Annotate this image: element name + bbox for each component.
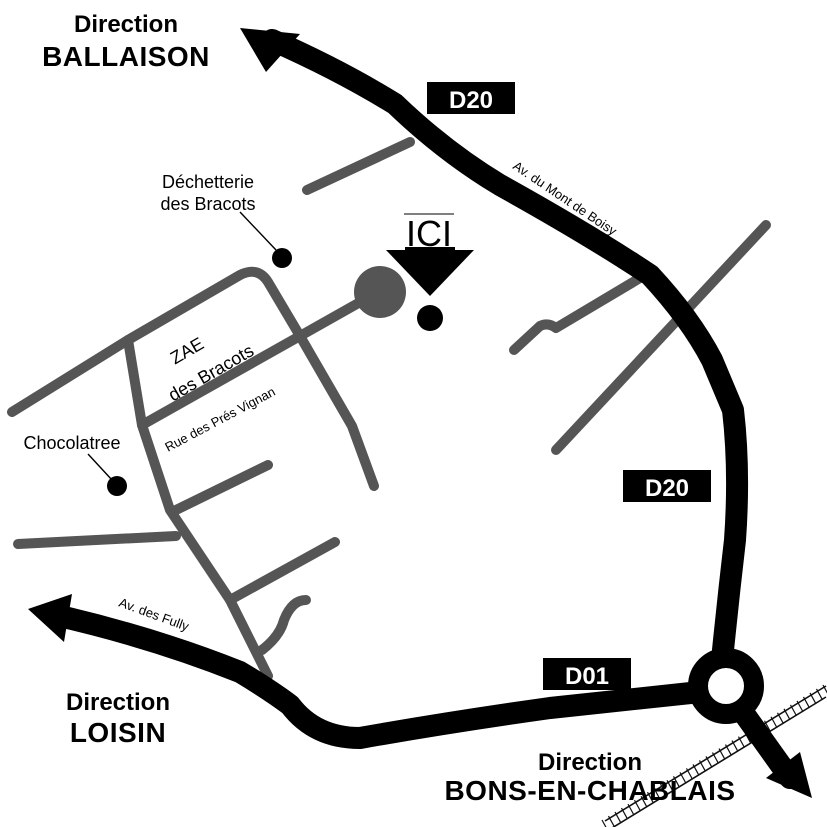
railway (601, 684, 827, 827)
minor-road-east-hook (509, 273, 645, 355)
rail-tie (607, 815, 616, 827)
d01-road (57, 607, 711, 749)
direction-ballaison-place: BALLAISON (42, 41, 210, 72)
ici-marker: ICI (386, 210, 474, 296)
rail-tie (685, 768, 694, 780)
chocolatree-dot (107, 476, 127, 496)
rail-tie (822, 684, 827, 694)
rail-tie (770, 716, 778, 729)
dechetterie-leader-line (239, 211, 277, 251)
rail-tie (705, 756, 713, 768)
rail-tie (640, 795, 648, 808)
poi-dechetterie-line1: Déchetterie (162, 172, 254, 192)
minor-road-east-diagonal (551, 220, 771, 455)
direction-ballaison-word: Direction (74, 11, 178, 38)
ici-arrow-icon (386, 250, 474, 296)
rail-tie (809, 692, 817, 705)
direction-loisin-word: Direction (66, 689, 170, 716)
rail-tie (620, 807, 629, 820)
rail-tie (692, 764, 700, 776)
poi-dechetterie-line2: des Bracots (160, 194, 255, 214)
direction-bons-word: Direction (538, 749, 642, 776)
svg-text:D20: D20 (449, 87, 493, 114)
minor-road-spur-1 (171, 460, 273, 515)
d20-road (261, 29, 749, 671)
rail-tie (802, 696, 811, 709)
major-roads (57, 29, 801, 789)
ici-location-dot (417, 305, 443, 331)
svg-text:D01: D01 (565, 663, 609, 690)
direction-bons-place: BONS-EN-CHABLAIS (444, 775, 735, 806)
rail-tie (627, 803, 635, 816)
minor-roads (7, 137, 771, 681)
rail-tie (737, 736, 746, 748)
direction-loisin-place: LOISIN (70, 717, 166, 748)
rail-tie (601, 819, 607, 827)
minor-road-north (302, 137, 415, 195)
dechetterie-dot (272, 248, 292, 268)
rail-tie (698, 760, 707, 772)
rail-tie (789, 704, 798, 717)
rail-tie (653, 787, 661, 800)
minor-road-spur-2 (225, 537, 340, 605)
rail-tie (796, 700, 804, 713)
rail-tie (711, 752, 720, 764)
rail-tie (783, 708, 791, 721)
badge-d01: D01 (543, 658, 631, 690)
rail-tie (776, 712, 785, 725)
chocolatree-leader-line (87, 453, 113, 481)
rail-tie (666, 780, 674, 792)
rail-tie (724, 744, 733, 756)
rail-tie (763, 720, 772, 733)
rail-tie (646, 791, 655, 804)
zae-label-line1: ZAE (167, 333, 207, 368)
poi-chocolatree: Chocolatree (23, 433, 120, 453)
badge-d20-top: D20 (427, 82, 515, 114)
rail-tie (614, 811, 622, 824)
minor-road-west (13, 531, 181, 549)
svg-text:D20: D20 (645, 475, 689, 502)
roundabout (688, 648, 764, 724)
rail-tie (731, 740, 739, 752)
rail-tie (672, 776, 681, 788)
zae-location-dot (354, 266, 406, 318)
badge-d20-right: D20 (623, 470, 711, 502)
rail-tie (659, 783, 668, 796)
minor-road-spur-3 (257, 595, 311, 655)
arrow-bons-icon (766, 752, 812, 798)
rail-tie (679, 772, 687, 784)
rail-tie (718, 748, 726, 760)
rail-tie (633, 799, 642, 812)
minor-road-zae-vertical (123, 335, 273, 681)
minor-road-northwest (7, 266, 379, 491)
arrow-loisin-icon (28, 594, 72, 642)
arrow-ballaison-icon (240, 28, 300, 72)
rail-tie (815, 688, 824, 701)
rue-des-pres-vignan-road (137, 287, 383, 430)
